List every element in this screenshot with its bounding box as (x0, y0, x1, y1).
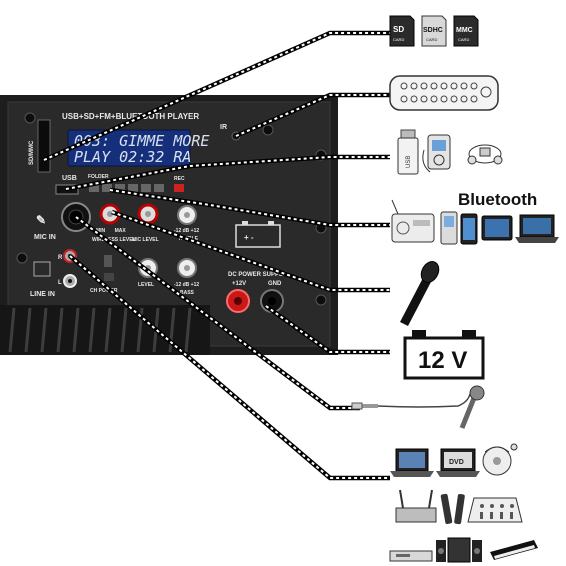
svg-text:MMC: MMC (456, 27, 473, 34)
ch-power-label: CH POWER (90, 288, 118, 294)
headphone-player-icon (467, 144, 503, 165)
line-l-label: L (58, 280, 62, 286)
panel-title: USB+SD+FM+BLUETOOTH PLAYER (62, 112, 199, 121)
rec-button[interactable] (174, 184, 184, 192)
sd-card-icon: SD CARD (389, 15, 415, 47)
bass-db-label: -12 dB +12 (174, 282, 199, 288)
svg-text:CARD: CARD (458, 37, 469, 42)
battery-12v-icon: 12 V (403, 330, 485, 380)
channel-switch[interactable] (104, 255, 112, 267)
power-switch[interactable] (104, 273, 114, 281)
svg-text:SDHC: SDHC (423, 27, 443, 34)
dc-power-label: DC POWER SUPPLY (228, 272, 286, 278)
stereo-system-icon (436, 537, 482, 563)
bluetooth-label: Bluetooth (458, 190, 537, 209)
control-buttons: REC (89, 176, 185, 192)
line-in-l-jack[interactable] (63, 274, 77, 288)
battery-label: 12 V (418, 347, 467, 374)
wireless-receiver-icon (395, 489, 437, 523)
line-ir (235, 92, 390, 139)
button-play[interactable] (115, 184, 125, 192)
mic-level-label: MIC LEVEL (132, 237, 159, 243)
level-label: LEVEL (138, 282, 154, 288)
dc-plus-terminal[interactable] (226, 289, 250, 313)
bluetooth-devices-group (391, 199, 559, 245)
radio-icon (391, 199, 435, 243)
bass-knob[interactable] (177, 258, 197, 278)
tablet-icon (481, 215, 513, 241)
button-prev[interactable] (102, 184, 112, 192)
line-usb (65, 154, 390, 192)
min-max-label: MIN MAX (96, 228, 126, 234)
sdhc-card-icon: SDHC CARD (421, 15, 447, 47)
dvd-player-icon: DVD (436, 448, 480, 477)
wireless-level-label: WIRELESS LEVEL (92, 237, 136, 243)
treble-db-label: -12 dB +12 (174, 228, 199, 234)
lcd-line-2: PLAY 02:32 RA (74, 148, 191, 166)
line-wireless-mic (111, 209, 390, 293)
remote-control-icon (389, 75, 499, 111)
line-sd (43, 30, 390, 163)
mp3-player-icon (422, 134, 451, 173)
lcd-display: 003: GIMME MORE PLAY 02:32 RA (67, 129, 209, 167)
laptop-icon (390, 448, 434, 477)
usb-label: USB (62, 175, 77, 182)
line-in-icon (33, 261, 51, 277)
mixer-icon (467, 497, 523, 523)
amplifier-panel: USB+SD+FM+BLUETOOTH PLAYER IR SD/MMC 003… (0, 95, 338, 355)
laptop-icon (515, 214, 559, 243)
line-12v (264, 304, 390, 355)
button-folder[interactable] (89, 184, 99, 192)
lcd-line-1: 003: GIMME MORE (74, 132, 209, 150)
usb-stick-icon: USB (397, 129, 419, 175)
line-line-in (68, 254, 390, 481)
memory-cards-group: SD CARD SDHC CARD MMC CARD (389, 15, 479, 47)
wireless-microphone-icon (400, 261, 440, 326)
media-player-icon (389, 550, 433, 562)
line-mic-in (74, 215, 360, 411)
sd-slot-label: SD/MMC (29, 140, 35, 165)
battery-panel-icon: + - (235, 221, 281, 248)
svg-text:SD: SD (393, 25, 404, 34)
rec-label: REC (174, 176, 185, 182)
cd-player-icon (482, 443, 518, 476)
svg-text:DVD: DVD (449, 459, 464, 466)
wired-microphone-icon (351, 385, 485, 429)
button-mode[interactable] (141, 184, 151, 192)
smartphone-icon (460, 213, 478, 245)
gnd-label: GND (268, 281, 282, 287)
mmc-card-icon: MMC CARD (453, 15, 479, 47)
mic-level-knob[interactable] (137, 203, 159, 225)
keyboard-instrument-icon (490, 540, 538, 560)
svg-text:USB: USB (406, 156, 412, 168)
connection-lines (43, 30, 390, 481)
handheld-mics-icon (440, 493, 465, 525)
usb-devices-group: USB (397, 129, 503, 175)
folder-label: FOLDER (88, 174, 109, 180)
svg-text:+ -: + - (244, 233, 254, 242)
line-in-devices-group: DVD (389, 443, 538, 563)
line-bluetooth (109, 187, 390, 228)
mic-in-label: MIC IN (34, 234, 56, 241)
microphone-icon: ✎ (36, 213, 46, 227)
treble-knob[interactable] (177, 205, 197, 225)
mobile-phone-icon (440, 211, 458, 245)
plus12v-label: +12V (232, 281, 246, 287)
bass-label: BASS (180, 290, 195, 296)
button-next[interactable] (128, 184, 138, 192)
line-r-label: R (58, 255, 63, 261)
svg-text:CARD: CARD (393, 37, 404, 42)
ir-label: IR (220, 124, 227, 131)
line-in-label: LINE IN (30, 291, 55, 298)
svg-text:CARD: CARD (426, 37, 437, 42)
button-repeat[interactable] (154, 184, 164, 192)
